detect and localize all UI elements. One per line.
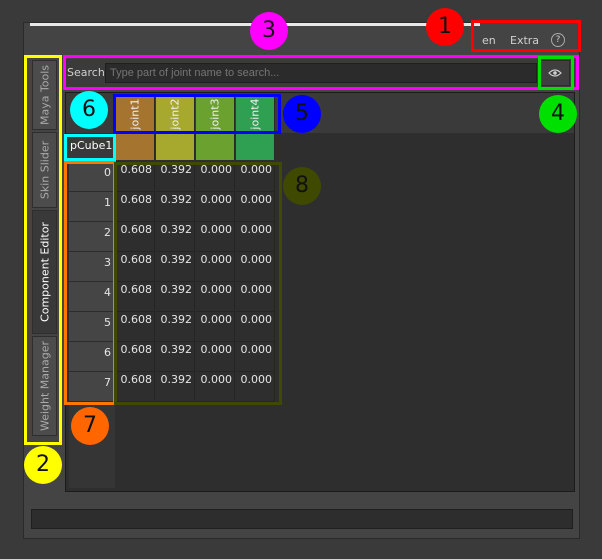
status-bar <box>31 509 573 529</box>
eye-icon <box>548 69 562 77</box>
language-button[interactable]: en <box>482 34 496 47</box>
weight-cell[interactable]: 0.000 <box>236 222 275 252</box>
weight-cell[interactable]: 0.000 <box>236 312 275 342</box>
tab-skin-slider[interactable]: Skin Slider <box>32 132 57 208</box>
vertex-row-header[interactable]: 7 <box>69 372 114 402</box>
weight-cell[interactable]: 0.000 <box>196 252 235 282</box>
vertex-row-header[interactable]: 6 <box>69 342 114 372</box>
vertex-row-header[interactable]: 3 <box>69 252 114 282</box>
search-input[interactable] <box>105 63 537 83</box>
annotation-badge-6: 6 <box>70 91 108 129</box>
annotation-frame-7 <box>64 161 116 405</box>
joint-column-header[interactable]: joint2 <box>156 96 195 132</box>
weight-cell[interactable]: 0.608 <box>116 342 155 372</box>
weight-cell[interactable]: 0.000 <box>236 162 275 192</box>
weight-cell[interactable]: 0.608 <box>116 282 155 312</box>
annotation-badge-8: 8 <box>283 167 321 205</box>
weight-cell[interactable]: 0.000 <box>236 372 275 402</box>
annotation-frame-5 <box>113 94 281 134</box>
joint-color-swatch <box>236 134 275 160</box>
weight-cell[interactable]: 0.608 <box>116 252 155 282</box>
annotation-frame-4 <box>538 56 574 90</box>
annotation-frame-8 <box>114 162 282 405</box>
weight-cell[interactable]: 0.392 <box>156 282 195 312</box>
vertex-row-header[interactable]: 4 <box>69 282 114 312</box>
mesh-name-label[interactable]: pCube1 <box>67 136 113 158</box>
weight-cell[interactable]: 0.608 <box>116 222 155 252</box>
annotation-badge-1: 1 <box>426 8 464 46</box>
tab-maya-tools[interactable]: Maya Tools <box>32 60 57 130</box>
weight-cell[interactable]: 0.000 <box>196 372 235 402</box>
annotation-frame-2 <box>24 55 62 445</box>
weight-cell[interactable]: 0.392 <box>156 162 195 192</box>
weight-cell[interactable]: 0.608 <box>116 162 155 192</box>
tab-component-editor[interactable]: Component Editor <box>32 210 57 334</box>
weight-cell[interactable]: 0.392 <box>156 312 195 342</box>
joint-column-header[interactable]: joint3 <box>196 96 235 132</box>
weight-cell[interactable]: 0.392 <box>156 252 195 282</box>
weight-cell[interactable]: 0.000 <box>196 162 235 192</box>
joint-column-header[interactable]: joint4 <box>236 96 275 132</box>
joint-color-swatch <box>156 134 195 160</box>
annotation-badge-3: 3 <box>250 12 288 50</box>
joint-color-swatch <box>116 134 155 160</box>
annotation-frame-1 <box>471 20 581 52</box>
weight-cell[interactable]: 0.608 <box>116 192 155 222</box>
weight-cell[interactable]: 0.608 <box>116 312 155 342</box>
weight-cell[interactable]: 0.000 <box>196 192 235 222</box>
visibility-toggle-button[interactable] <box>540 60 570 86</box>
help-icon[interactable]: ? <box>551 33 565 47</box>
vertex-row-header[interactable]: 5 <box>69 312 114 342</box>
annotation-frame-3 <box>63 55 579 90</box>
search-label: Search: <box>67 66 109 79</box>
weight-cell[interactable]: 0.392 <box>156 342 195 372</box>
annotation-badge-5: 5 <box>283 95 321 133</box>
weight-cell[interactable]: 0.000 <box>236 342 275 372</box>
vertex-row-header[interactable]: 0 <box>69 162 114 192</box>
annotation-badge-7: 7 <box>71 407 109 445</box>
weight-cell[interactable]: 0.000 <box>236 282 275 312</box>
weight-cell[interactable]: 0.608 <box>116 372 155 402</box>
joint-column-header[interactable]: joint1 <box>116 96 155 132</box>
weight-cell[interactable]: 0.392 <box>156 192 195 222</box>
extra-menu-button[interactable]: Extra <box>510 34 540 47</box>
weight-cell[interactable]: 0.000 <box>236 192 275 222</box>
weight-cell[interactable]: 0.392 <box>156 222 195 252</box>
weight-cell[interactable]: 0.000 <box>196 312 235 342</box>
tab-weight-manager[interactable]: Weight Manager <box>32 336 57 436</box>
vertex-row-header[interactable]: 2 <box>69 222 114 252</box>
weight-cell[interactable]: 0.000 <box>196 342 235 372</box>
weight-cell[interactable]: 0.000 <box>196 222 235 252</box>
annotation-badge-4: 4 <box>539 95 577 133</box>
weight-cell[interactable]: 0.000 <box>196 282 235 312</box>
annotation-frame-6 <box>64 134 116 161</box>
joint-color-swatch <box>196 134 235 160</box>
weight-cell[interactable]: 0.392 <box>156 372 195 402</box>
weight-cell[interactable]: 0.000 <box>236 252 275 282</box>
vertex-row-header[interactable]: 1 <box>69 192 114 222</box>
annotation-badge-2: 2 <box>24 446 62 484</box>
